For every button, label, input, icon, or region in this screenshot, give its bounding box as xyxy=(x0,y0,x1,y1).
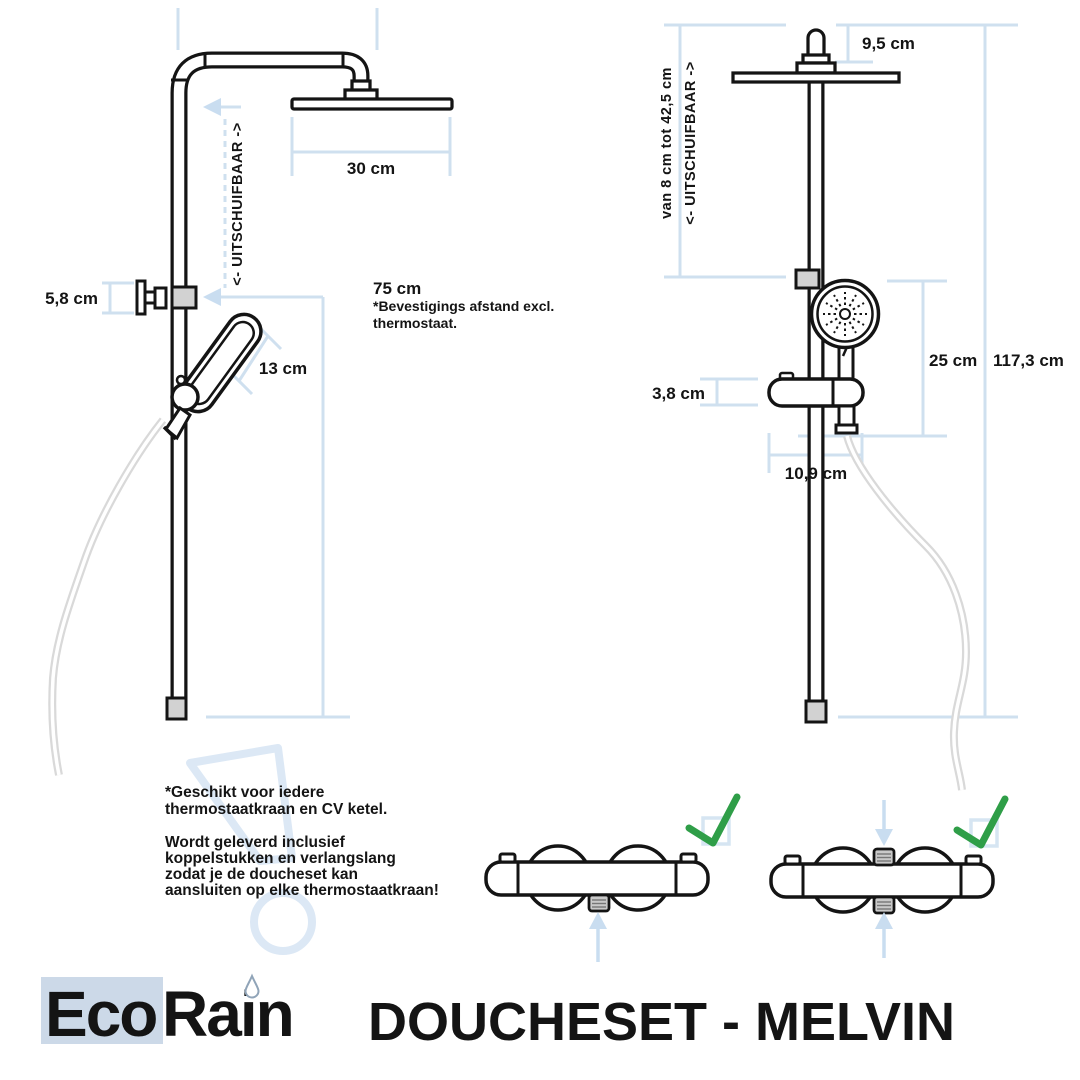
extendable-label: <- UITSCHUIFBAAR -> xyxy=(683,61,699,224)
riser-pipe xyxy=(170,51,370,699)
right-diagram-labels: 9,5 cm van 8 cm tot 42,5 cm <- UITSCHUIF… xyxy=(652,34,1064,483)
thermostat-valve xyxy=(767,371,865,435)
dim-knob-label: 9,5 cm xyxy=(862,34,915,53)
rain-shower-head-top xyxy=(731,28,901,84)
extendable-label: <- UITSCHUIFBAAR -> xyxy=(230,122,246,285)
slider-block xyxy=(794,268,821,290)
arrow-up-icon xyxy=(589,912,607,962)
exclamation-watermark-icon xyxy=(186,744,316,955)
wall-bracket xyxy=(135,279,198,316)
outlet-stub-top xyxy=(872,847,896,867)
shower-holder xyxy=(170,382,200,412)
water-drop-icon xyxy=(244,973,260,999)
dim-hand-shower-label: 13 cm xyxy=(259,359,307,378)
outlet-stub xyxy=(587,893,611,913)
left-arrow-icons xyxy=(203,98,221,306)
thermostat-bottom-outlet-diagram xyxy=(484,793,741,962)
dim-hand-shower-height-label: 25 cm xyxy=(929,351,977,370)
hand-shower xyxy=(162,312,263,441)
note-line: Wordt geleverd inclusief xyxy=(165,834,346,851)
arrow-left-icon xyxy=(203,98,221,116)
note-line: thermostaatkraan en CV ketel. xyxy=(165,801,387,818)
logo-highlight-box xyxy=(41,977,163,1044)
checkmark-icon xyxy=(685,793,741,847)
logo-rain: Rain xyxy=(162,978,293,1050)
arrow-up-icon xyxy=(875,912,893,958)
dim-wall-bracket-label: 5,8 cm xyxy=(45,289,98,308)
dim-head-width-label: 30 cm xyxy=(347,159,395,178)
note-line: koppelstukken en verlangslang xyxy=(165,850,396,867)
note-line: aansluiten op elke thermostaatkraan! xyxy=(165,882,439,899)
extend-range-label: van 8 cm tot 42,5 cm xyxy=(659,67,675,219)
thermostat-dual-outlet-diagram xyxy=(769,795,1009,958)
shower-hose xyxy=(843,434,971,791)
pipe-end-cap xyxy=(804,699,828,724)
left-diagram-labels: 30 cm 5,8 cm 13 cm 75 cm *Bevestigings a… xyxy=(45,122,554,378)
shower-hose xyxy=(48,417,167,776)
dim-mount-value-label: 75 cm xyxy=(373,279,421,298)
rain-shower-head xyxy=(290,79,454,111)
note-line: *Geschikt voor iedere xyxy=(165,784,325,801)
note-line: zodat je de doucheset kan xyxy=(165,866,358,883)
dim-outlet-offset-label: 10,9 cm xyxy=(785,464,847,483)
left-shower-drawing xyxy=(48,51,454,776)
dim-total-height-label: 117,3 cm xyxy=(993,351,1064,370)
checkmark-icon xyxy=(953,795,1009,849)
brand-logo: Eco Rain xyxy=(41,973,295,1050)
pipe-end-cap xyxy=(165,696,188,721)
logo-eco: Eco xyxy=(45,978,156,1050)
notes-block: *Geschikt voor iedere thermostaatkraan e… xyxy=(165,784,439,899)
arrow-left-icon xyxy=(203,288,221,306)
dim-mount-note-line2: thermostaat. xyxy=(373,315,457,331)
outlet-stub-bottom xyxy=(872,895,896,915)
dim-mount-note-line1: *Bevestigings afstand excl. xyxy=(373,298,554,314)
right-shower-drawing xyxy=(731,28,971,791)
arrow-down-icon xyxy=(875,800,893,846)
dim-valve-label: 3,8 cm xyxy=(652,384,705,403)
left-dimension-lines xyxy=(102,8,452,719)
hand-shower-face xyxy=(809,278,881,381)
product-title: DOUCHESET - MELVIN xyxy=(368,992,955,1052)
